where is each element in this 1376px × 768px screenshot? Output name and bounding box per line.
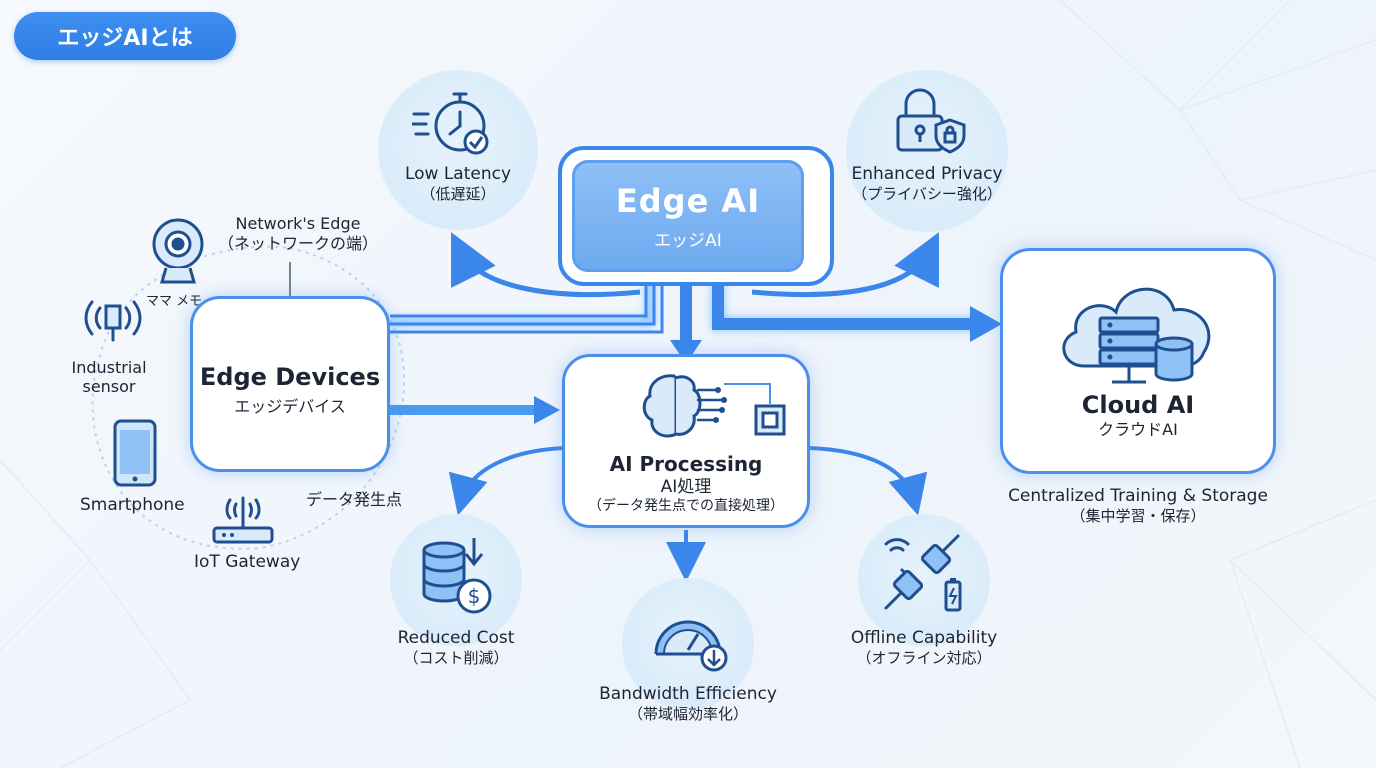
cloud-ai-subtitle: クラウドAI bbox=[1098, 420, 1178, 439]
edge-devices-node: Edge Devices エッジデバイス bbox=[190, 296, 390, 472]
smartphone-icon bbox=[113, 419, 157, 487]
label-smartphone: Smartphone bbox=[80, 495, 185, 515]
label-camera: ママ メモ bbox=[146, 294, 203, 309]
coins-cost-icon: $ bbox=[422, 538, 492, 614]
edge-ai-node: Edge AI エッジAI bbox=[572, 160, 804, 272]
cloud-server-icon bbox=[1062, 287, 1211, 384]
label-offline-capability: Offline Capability （オフライン対応） bbox=[850, 628, 998, 668]
router-icon bbox=[212, 496, 274, 544]
edge-devices-title: Edge Devices bbox=[199, 363, 381, 391]
ai-processing-label: AI Processing AI処理 （データ発生点での直接処理） bbox=[562, 452, 810, 516]
label-enhanced-privacy: Enhanced Privacy （プライバシー強化） bbox=[851, 164, 1003, 204]
cloud-ai-caption: Centralized Training & Storage （集中学習・保存） bbox=[1008, 486, 1268, 526]
label-iot-gateway: IoT Gateway bbox=[194, 552, 301, 572]
padlock-shield-icon bbox=[896, 88, 966, 154]
edge-devices-subtitle: エッジデバイス bbox=[234, 397, 346, 416]
ai-processing-note: （データ発生点での直接処理） bbox=[588, 498, 784, 515]
brain-chip-icon bbox=[642, 374, 786, 438]
unplugged-icon bbox=[884, 534, 962, 612]
ai-processing-subtitle: AI処理 bbox=[660, 477, 712, 497]
camera-icon bbox=[152, 218, 204, 284]
gauge-icon bbox=[654, 620, 728, 672]
edge-ai-title: Edge AI bbox=[615, 182, 761, 220]
page-title: エッジAIとは bbox=[14, 12, 236, 60]
cloud-ai-title: Cloud AI bbox=[1081, 391, 1195, 419]
cloud-ai-label: Cloud AI クラウドAI bbox=[1000, 390, 1276, 440]
edge-ai-subtitle: エッジAI bbox=[654, 231, 722, 251]
benefit-offline-capability bbox=[858, 514, 990, 646]
label-bandwidth-efficiency: Bandwidth Efficiency （帯域幅効率化） bbox=[599, 684, 777, 724]
label-network-edge: Network's Edge （ネットワークの端） bbox=[217, 214, 378, 253]
label-low-latency: Low Latency （低遅延） bbox=[404, 164, 512, 204]
label-data-source: データ発生点 bbox=[306, 490, 403, 509]
ai-processing-title: AI Processing bbox=[609, 452, 763, 476]
svg-text:$: $ bbox=[468, 584, 481, 608]
label-industrial-sensor: Industrial sensor bbox=[71, 358, 147, 397]
sensor-icon bbox=[84, 300, 142, 342]
label-reduced-cost: Reduced Cost （コスト削減） bbox=[397, 628, 515, 668]
stopwatch-icon bbox=[412, 92, 489, 155]
